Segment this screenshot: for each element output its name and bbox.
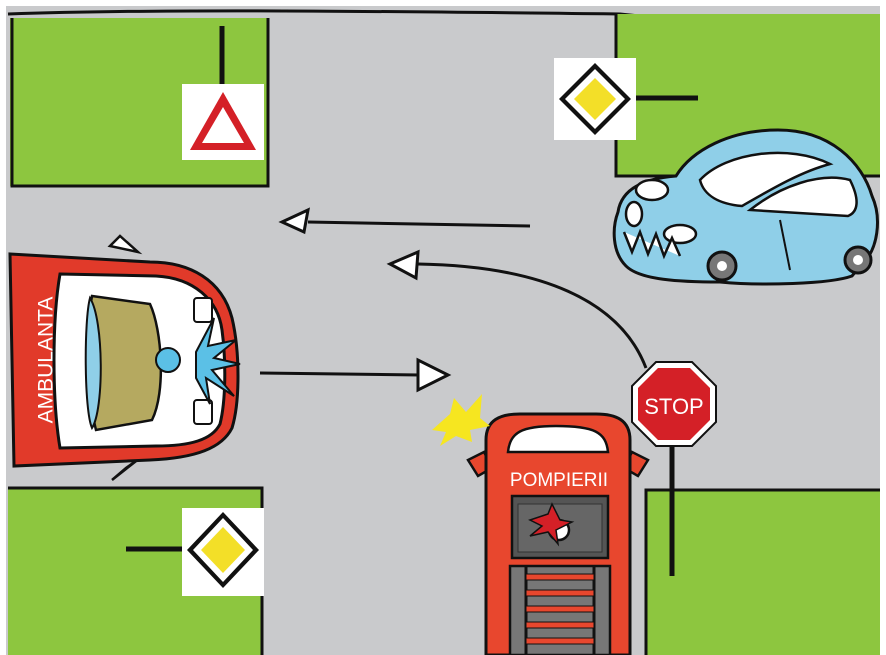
fire-truck: POMPIERII [468, 414, 648, 655]
grass-bottom-right [646, 490, 880, 655]
fire-truck-label: POMPIERII [510, 470, 608, 491]
stop-sign-label: STOP [644, 394, 704, 419]
ambulance-label: AMBULANTA [35, 297, 58, 424]
